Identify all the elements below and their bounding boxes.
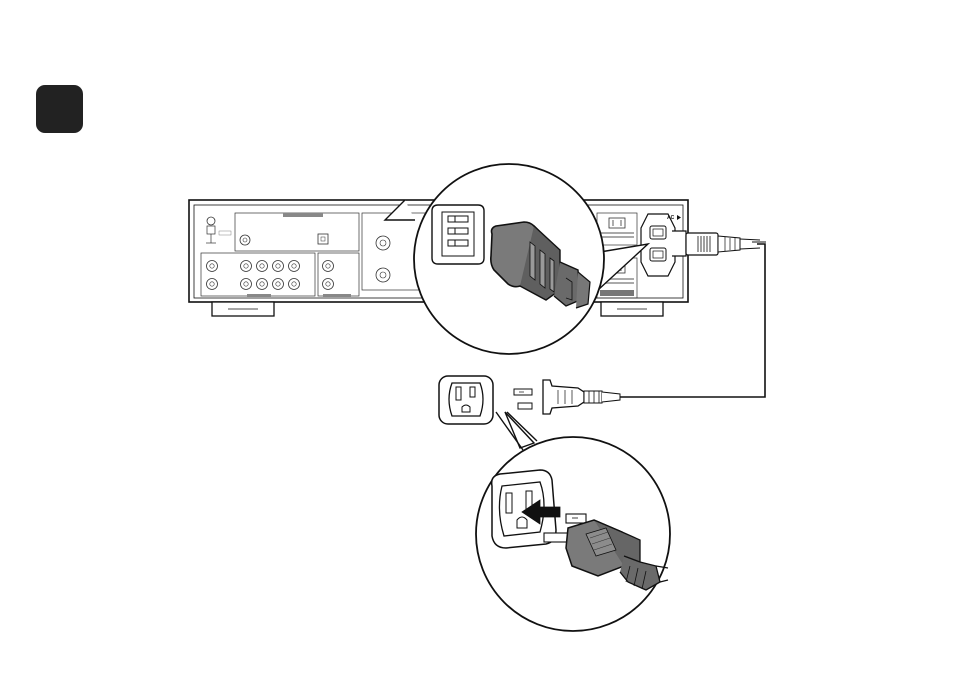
rca-jack-center-icon: [259, 263, 265, 269]
iec-inlet-closeup-icon: [431, 204, 485, 265]
rca-jack-icon: [288, 278, 300, 290]
wall-outlet-icon: [438, 375, 494, 425]
rca-jack-icon: [288, 260, 300, 272]
rca-jack-center-icon: [275, 281, 281, 287]
rca-jack-center-icon: [291, 263, 297, 269]
outlet-magnifier: [475, 411, 671, 632]
rca-jack-center-icon: [325, 263, 331, 269]
rca-jack-center-icon: [259, 281, 265, 287]
rca-jack-icon: [256, 278, 268, 290]
rca-jack-center-icon: [275, 263, 281, 269]
ac-inlet-icon: AC: [640, 213, 681, 277]
iec-power-connector-icon: [490, 221, 591, 309]
rca-jack-center-icon: [325, 281, 331, 287]
rca-jack-center-icon: [209, 263, 215, 269]
ac-inlet-label: AC: [667, 215, 675, 221]
power-cord-icon: [620, 230, 766, 398]
rca-jack-icon: [206, 278, 218, 290]
rca-jack-icon: [322, 260, 334, 272]
two-prong-plug-closeup-icon: [543, 513, 669, 591]
iec-connector-magnifier: [383, 163, 651, 355]
input-section-icon: [200, 212, 360, 297]
rca-jack-icon: [240, 278, 252, 290]
rca-jack-icon: [272, 260, 284, 272]
rca-jack-center-icon: [291, 281, 297, 287]
wall-outlet-closeup-icon: [490, 469, 557, 549]
ground-terminal-icon: [206, 216, 232, 244]
rca-jack-icon: [272, 278, 284, 290]
rca-jack-center-icon: [243, 263, 249, 269]
rca-jack-icon: [240, 260, 252, 272]
rca-jacks-icon: [206, 260, 334, 290]
step-badge: [36, 85, 83, 133]
two-prong-plug-icon: [513, 379, 621, 415]
rca-jack-icon: [322, 278, 334, 290]
insert-arrow-icon: [521, 499, 561, 525]
rca-jack-center-icon: [209, 281, 215, 287]
rca-jack-icon: [256, 260, 268, 272]
rca-jack-icon: [206, 260, 218, 272]
rca-jack-center-icon: [243, 281, 249, 287]
